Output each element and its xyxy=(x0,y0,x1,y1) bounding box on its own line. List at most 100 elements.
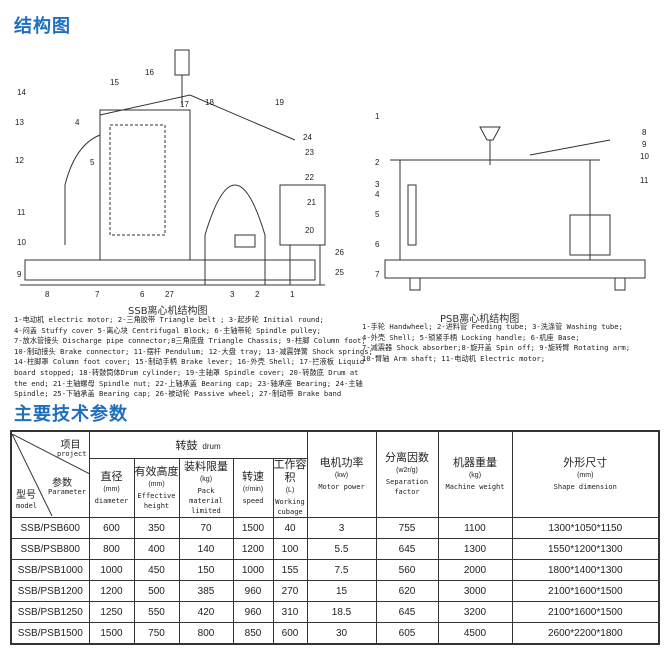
value-cell: 40 xyxy=(272,517,308,539)
value-cell: 800 xyxy=(88,538,135,560)
svg-text:1: 1 xyxy=(290,290,295,299)
value-cell: 645 xyxy=(375,538,439,560)
value-cell: 1800*1400*1300 xyxy=(511,559,660,581)
svg-text:12: 12 xyxy=(15,156,24,165)
value-cell: 3 xyxy=(306,517,377,539)
value-cell: 450 xyxy=(133,559,180,581)
value-cell: 1200 xyxy=(232,538,274,560)
value-cell: 3200 xyxy=(437,601,513,623)
value-cell: 1000 xyxy=(232,559,274,581)
value-cell: 420 xyxy=(178,601,234,623)
value-cell: 350 xyxy=(133,517,180,539)
value-cell: 645 xyxy=(375,601,439,623)
value-cell: 1200 xyxy=(88,580,135,602)
col-header: 机器重量(kg)Machine weight xyxy=(437,430,513,518)
svg-text:6: 6 xyxy=(375,240,380,249)
col-header: 外形尺寸(mm)Shape dimension xyxy=(511,430,660,518)
corner-model-en: model xyxy=(16,501,38,510)
svg-text:4: 4 xyxy=(75,118,80,127)
value-cell: 800 xyxy=(178,622,234,645)
value-cell: 1000 xyxy=(88,559,135,581)
svg-text:14: 14 xyxy=(17,88,26,97)
corner-project-en: project xyxy=(56,449,87,458)
psb-caption: PSB离心机结构图 xyxy=(440,314,520,325)
section-title-structure: 结构图 xyxy=(14,16,71,37)
svg-text:9: 9 xyxy=(642,140,647,149)
model-cell: SSB/PSB1000 xyxy=(10,559,90,581)
svg-text:18: 18 xyxy=(205,98,214,107)
value-cell: 2000 xyxy=(437,559,513,581)
value-cell: 600 xyxy=(88,517,135,539)
svg-text:11: 11 xyxy=(640,176,649,185)
svg-text:2: 2 xyxy=(375,158,380,167)
col-header: 有效高度(mm)Effective height xyxy=(133,458,180,518)
psb-legend: 1-手轮 Handwheel; 2-进料管 Feeding tube; 3-洗涤… xyxy=(362,322,630,364)
col-header: 分离因数(w2r/g)Separation factor xyxy=(375,430,439,518)
value-cell: 755 xyxy=(375,517,439,539)
svg-text:9: 9 xyxy=(17,270,22,279)
value-cell: 960 xyxy=(232,601,274,623)
value-cell: 550 xyxy=(133,601,180,623)
value-cell: 70 xyxy=(178,517,234,539)
svg-text:21: 21 xyxy=(307,198,316,207)
corner-model: 型号 xyxy=(16,489,36,501)
legend-line: 7-减震器 Shock absorber;8-旋开盖 Spin off; 9-旋… xyxy=(362,343,631,353)
value-cell: 140 xyxy=(178,538,234,560)
value-cell: 2100*1600*1500 xyxy=(511,580,660,602)
value-cell: 18.5 xyxy=(306,601,377,623)
svg-text:19: 19 xyxy=(275,98,284,107)
value-cell: 605 xyxy=(375,622,439,645)
value-cell: 560 xyxy=(375,559,439,581)
value-cell: 4500 xyxy=(437,622,513,645)
value-cell: 500 xyxy=(133,580,180,602)
svg-text:20: 20 xyxy=(305,226,314,235)
model-cell: SSB/PSB800 xyxy=(10,538,90,560)
value-cell: 3000 xyxy=(437,580,513,602)
value-cell: 620 xyxy=(375,580,439,602)
ssb-caption: SSB离心机结构图 xyxy=(128,306,208,317)
value-cell: 600 xyxy=(272,622,308,645)
svg-text:23: 23 xyxy=(305,148,314,157)
value-cell: 150 xyxy=(178,559,234,581)
model-cell: SSB/PSB1250 xyxy=(10,601,90,623)
value-cell: 310 xyxy=(272,601,308,623)
value-cell: 1250 xyxy=(88,601,135,623)
value-cell: 1500 xyxy=(88,622,135,645)
svg-text:5: 5 xyxy=(90,158,95,167)
svg-text:8: 8 xyxy=(642,128,647,137)
value-cell: 100 xyxy=(272,538,308,560)
svg-text:6: 6 xyxy=(140,290,145,299)
corner-project: 项目 xyxy=(60,439,81,451)
svg-text:8: 8 xyxy=(45,290,50,299)
value-cell: 750 xyxy=(133,622,180,645)
model-cell: SSB/PSB1500 xyxy=(10,622,90,645)
svg-text:25: 25 xyxy=(335,268,344,277)
value-cell: 155 xyxy=(272,559,308,581)
svg-text:22: 22 xyxy=(305,173,314,182)
spec-table: 项目 project 参数 Parameter 型号 model 转鼓 drum… xyxy=(10,430,660,645)
svg-text:1: 1 xyxy=(375,112,380,121)
corner-param-en: Parameter xyxy=(48,487,86,496)
col-header: 电机功率(kw)Motor power xyxy=(306,430,377,518)
svg-text:27: 27 xyxy=(165,290,174,299)
svg-text:16: 16 xyxy=(145,68,154,77)
corner-cell: 项目 project 参数 Parameter 型号 model xyxy=(10,430,90,518)
legend-line: board stopped; 18-转鼓筒体Drum cylinder; 19-… xyxy=(14,367,359,377)
svg-text:3: 3 xyxy=(375,180,380,189)
value-cell: 5.5 xyxy=(306,538,377,560)
legend-line: 4-闷盖 Stuffy cover 5-离心块 Centrifugal Bloc… xyxy=(14,325,322,335)
svg-text:10: 10 xyxy=(17,238,26,247)
svg-text:3: 3 xyxy=(230,290,235,299)
svg-text:5: 5 xyxy=(375,210,380,219)
legend-line: 14-柱脚罩 Column foot cover; 15-制动手柄 Brake … xyxy=(14,357,365,367)
legend-line: the end; 21-主轴螺母 Spindle nut; 22-上轴承盖 Be… xyxy=(14,378,363,388)
legend-line: Spindle; 25-下轴承盖 Bearing cap; 26-被动轮 Pas… xyxy=(14,389,342,399)
value-cell: 2600*2200*1800 xyxy=(511,622,660,645)
value-cell: 960 xyxy=(232,580,274,602)
svg-text:2: 2 xyxy=(255,290,260,299)
value-cell: 1300*1050*1150 xyxy=(511,517,660,539)
